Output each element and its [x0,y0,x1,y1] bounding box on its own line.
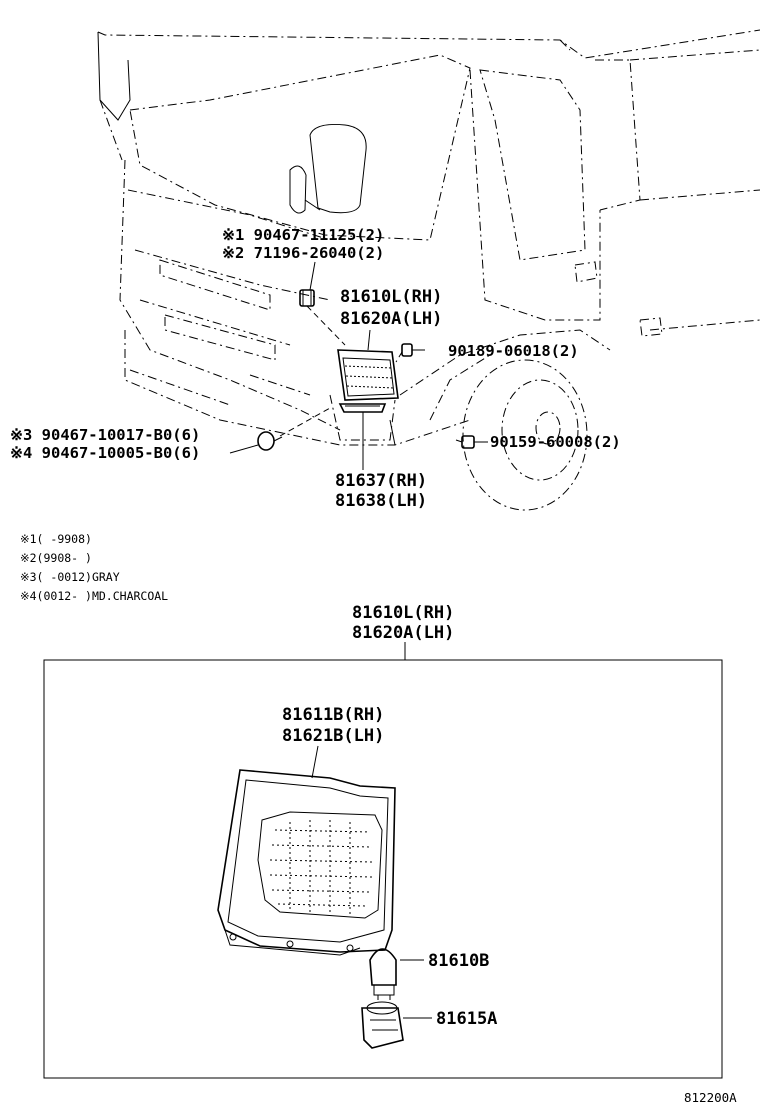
bracket-icon [338,403,387,413]
callout-socket: 81615A [436,1009,497,1029]
socket-icon [361,1001,404,1049]
detail-title-rh: 81610L(RH) [352,603,454,623]
note-1: ※1( -9908) [20,532,92,546]
screw-icon-1 [401,343,425,357]
clip-part-icon [299,289,346,346]
callout-lens-rh: 81611B(RH) [282,705,384,725]
callout-lamp-assy-rh: 81610L(RH) [340,287,442,307]
leader-lens [311,745,319,779]
callout-bracket-rh: 81637(RH) [335,471,427,491]
callout-clip-1: ※1 90467-11125(2) [222,226,384,244]
note-2: ※2(9908- ) [20,551,92,565]
notes-block: ※1( -9908) ※2(9908- ) ※3( -0012)GRAY ※4(… [20,532,168,603]
detail-box [43,659,723,1079]
detail-title-lh: 81620A(LH) [352,623,454,643]
callout-screw-1: 90189-06018(2) [448,342,579,360]
bulb-icon [369,948,397,1000]
note-3: ※3( -0012)GRAY [20,570,120,584]
leader-lamp-assy [367,329,371,351]
leader-clip [309,261,316,291]
callout-clip-4: ※4 90467-10005-B0(6) [10,444,200,462]
note-4: ※4(0012- )MD.CHARCOAL [20,589,168,603]
side-lamp-installed-icon [337,349,399,401]
callout-lamp-assy-lh: 81620A(LH) [340,309,442,329]
callout-clip-3: ※3 90467-10017-B0(6) [10,426,200,444]
lamp-lens-icon [217,769,396,956]
callout-clip-2: ※2 71196-26040(2) [222,244,384,262]
callout-lens-lh: 81621B(LH) [282,726,384,746]
truck-cab-illustration [97,29,760,511]
callout-screw-2: 90159-60008(2) [490,433,621,451]
callout-bulb: 81610B [428,951,489,971]
figure-ref: 812200A [684,1090,737,1105]
screw-icon-2 [455,435,480,449]
clip-round-icon [257,431,283,451]
callout-bracket-lh: 81638(LH) [335,491,427,511]
